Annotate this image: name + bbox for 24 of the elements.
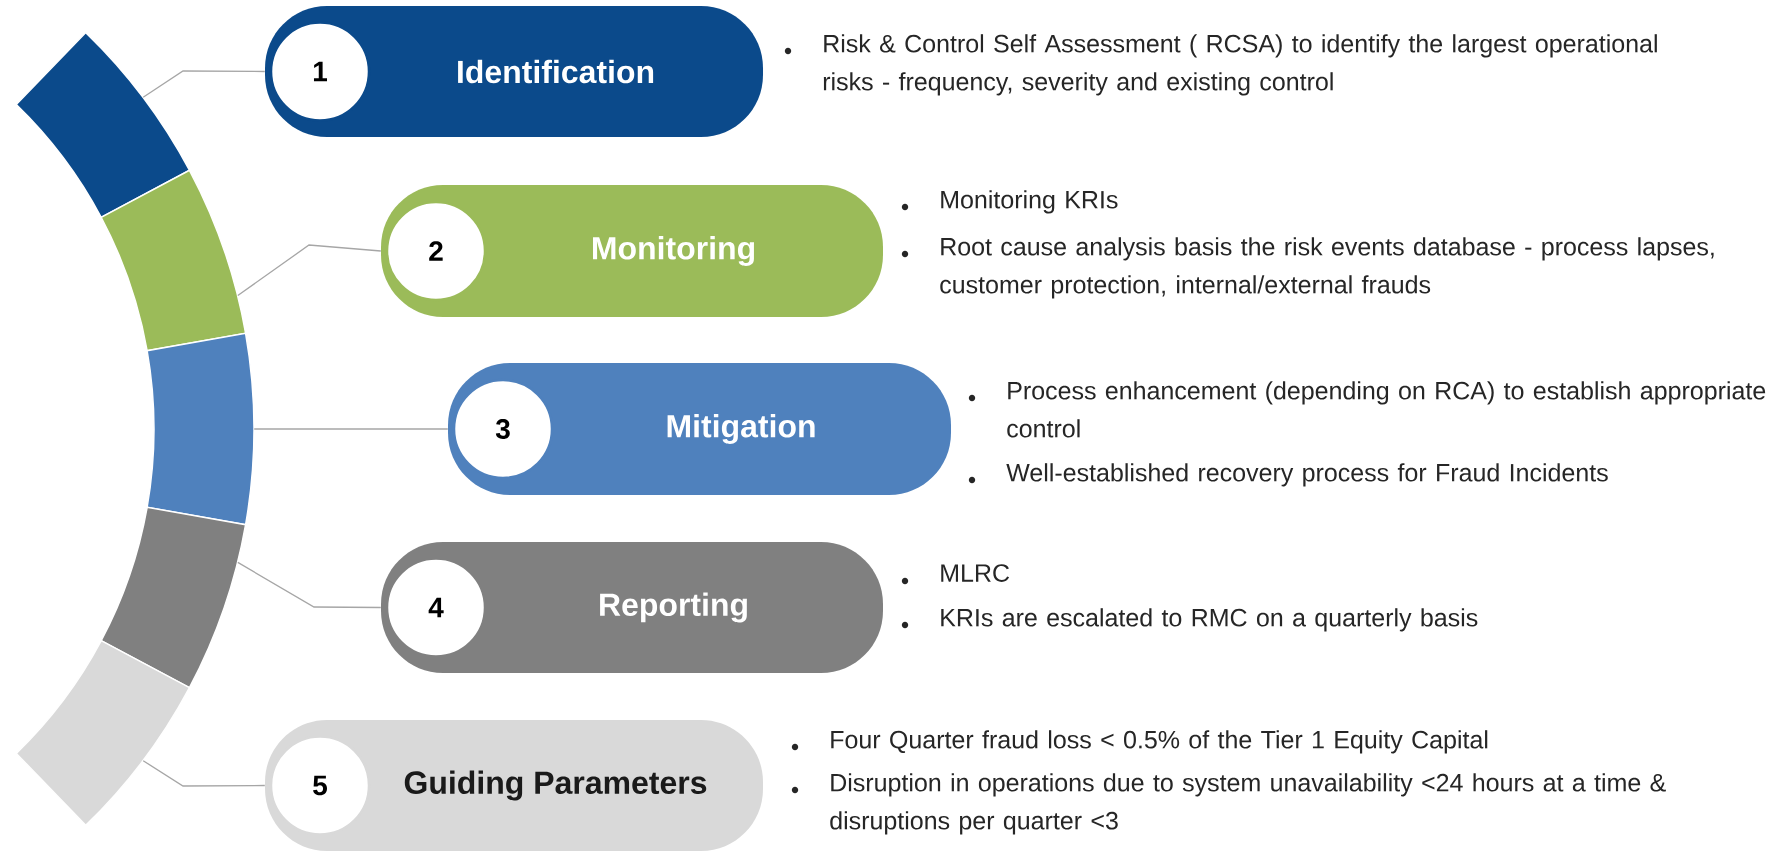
arc-segment <box>100 169 247 352</box>
bullet-text: Disruption in operations due to system unavailability <24 hours at a time & disruptions per quarter <3 <box>791 773 1666 835</box>
arc-segment <box>15 639 191 827</box>
arc-segment <box>146 332 255 526</box>
bullet-text: MLRC <box>901 564 1010 585</box>
number-badge: 5 <box>269 735 371 836</box>
leader-line <box>142 760 266 787</box>
leader-line <box>237 561 382 609</box>
bullet-text: KRIs are escalated to RMC on a quarterly basis <box>901 608 1478 632</box>
bullet-text: Monitoring KRIs <box>901 190 1118 214</box>
number-badge: 2 <box>385 200 487 302</box>
number-badge: 1 <box>269 21 371 122</box>
leader-line <box>237 244 382 297</box>
bullet-text: Root cause analysis basis the risk events database - process lapses, customer protection, internal/external frauds <box>901 237 1714 299</box>
bullet-text: Risk & Control Self Assessment ( RCSA) to identify the largest operational risks - frequency, severity and existing control <box>784 34 1657 96</box>
arc-segment <box>100 506 247 689</box>
number-badge: 4 <box>385 557 487 658</box>
bullet-text: Four Quarter fraud loss < 0.5% of the Tier 1 Equity Capital <box>791 730 1488 754</box>
leader-line <box>142 70 266 98</box>
arc-segment <box>15 31 191 219</box>
bullet-text: Well-established recovery process for Fraud Incidents <box>968 463 1608 487</box>
leader-line <box>253 428 449 430</box>
number-badge: 3 <box>452 378 554 480</box>
bullet-text: Process enhancement (depending on RCA) to establish appropriate control <box>968 381 1766 438</box>
